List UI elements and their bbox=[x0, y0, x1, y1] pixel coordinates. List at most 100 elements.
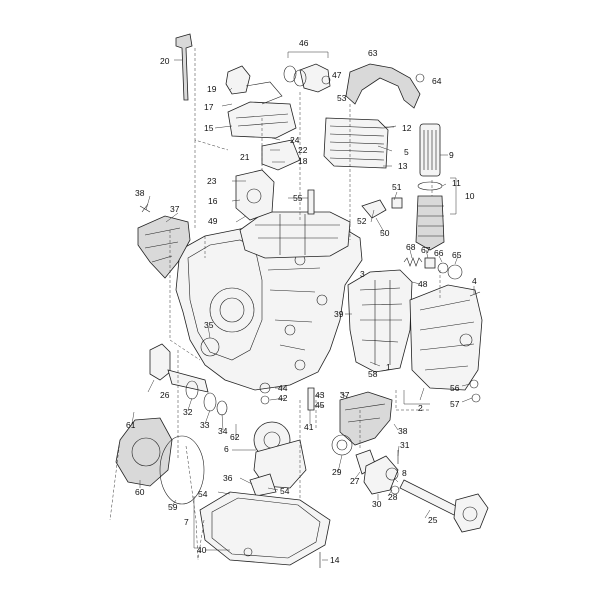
callout-63: 63 bbox=[368, 48, 378, 58]
cover-plate-37-right-ribs bbox=[344, 403, 386, 423]
callout-67: 67 bbox=[421, 245, 431, 255]
callout-13: 13 bbox=[398, 161, 408, 171]
filter-housing-10-ribs bbox=[418, 205, 444, 237]
plunger-67 bbox=[424, 257, 436, 269]
callout-21: 21 bbox=[240, 152, 250, 162]
callout-46: 46 bbox=[299, 38, 309, 48]
callout-24: 24 bbox=[290, 135, 300, 145]
callout-8: 8 bbox=[402, 468, 407, 478]
callout-30: 30 bbox=[372, 499, 382, 509]
callout-53: 53 bbox=[337, 93, 347, 103]
bolt-boss-c bbox=[284, 324, 296, 336]
callout-22: 22 bbox=[298, 145, 308, 155]
shaft-26 bbox=[167, 369, 209, 393]
callout-58: 58 bbox=[368, 369, 378, 379]
callout-43: 43 bbox=[315, 390, 325, 400]
oil-cooler-fins bbox=[329, 125, 385, 161]
callout-45: 45 bbox=[315, 400, 325, 410]
filter-9 bbox=[419, 123, 441, 177]
callout-6: 6 bbox=[224, 444, 229, 454]
cover-60-center bbox=[131, 437, 161, 467]
drain-plug-40 bbox=[243, 547, 253, 557]
callout-31: 31 bbox=[400, 440, 410, 450]
cover-plate-37-left-ribs bbox=[144, 227, 181, 263]
callout-26: 26 bbox=[160, 390, 170, 400]
oring-28 bbox=[390, 485, 400, 495]
bolt-64 bbox=[415, 73, 425, 83]
bracket-2-group bbox=[403, 390, 430, 405]
callout-27: 27 bbox=[350, 476, 360, 486]
shaft-25-hub bbox=[462, 506, 478, 522]
callout-29: 29 bbox=[332, 467, 342, 477]
callout-2: 2 bbox=[418, 403, 423, 413]
callout-25: 25 bbox=[428, 515, 438, 525]
callout-4: 4 bbox=[472, 276, 477, 286]
callout-15: 15 bbox=[204, 123, 214, 133]
ring-33 bbox=[203, 392, 217, 412]
callout-38-top: 38 bbox=[135, 188, 145, 198]
oring-11 bbox=[417, 181, 443, 191]
breather-19 bbox=[225, 65, 251, 95]
bearing-32 bbox=[185, 380, 199, 400]
callout-38-right: 38 bbox=[398, 426, 408, 436]
valve-body bbox=[347, 269, 413, 373]
callout-12: 12 bbox=[402, 123, 412, 133]
oring-46b bbox=[293, 69, 307, 87]
callout-59: 59 bbox=[168, 502, 178, 512]
callout-55: 55 bbox=[293, 193, 303, 203]
callout-18: 18 bbox=[298, 156, 308, 166]
pipe-43 bbox=[307, 387, 315, 411]
callout-62: 62 bbox=[230, 432, 240, 442]
callout-35: 35 bbox=[204, 320, 214, 330]
bracket-10-group bbox=[450, 177, 457, 215]
bolt-55 bbox=[307, 189, 315, 215]
callout-54-left: 54 bbox=[198, 489, 208, 499]
spring-68 bbox=[403, 257, 423, 267]
input-shaft-bore-inner bbox=[219, 297, 245, 323]
cover-plate-37-left bbox=[137, 215, 191, 279]
callout-42: 42 bbox=[278, 393, 288, 403]
cover-60 bbox=[115, 417, 173, 487]
callout-37-left: 37 bbox=[170, 204, 180, 214]
mechatronic-details bbox=[255, 214, 340, 255]
oring-46a bbox=[283, 65, 297, 83]
bolt-4 bbox=[469, 291, 481, 297]
callout-9: 9 bbox=[449, 150, 454, 160]
shaft-25 bbox=[399, 479, 461, 517]
callouts: 20 46 63 64 47 19 17 53 15 12 24 22 9 21… bbox=[126, 38, 477, 565]
callout-51: 51 bbox=[392, 182, 402, 192]
callout-5: 5 bbox=[404, 147, 409, 157]
callout-1: 1 bbox=[386, 362, 391, 372]
bell-housing-rim bbox=[187, 239, 263, 361]
callout-68: 68 bbox=[406, 242, 416, 252]
connector-51 bbox=[391, 197, 403, 209]
bolt-boss-d bbox=[294, 359, 306, 371]
mechatronic-block bbox=[239, 211, 351, 259]
plug-57 bbox=[471, 393, 481, 403]
filter-9-pleats bbox=[423, 130, 437, 170]
solenoid-16-port bbox=[246, 188, 262, 204]
relation-lines bbox=[109, 48, 441, 561]
filter-housing-10 bbox=[415, 195, 445, 251]
oring-8 bbox=[385, 467, 399, 481]
ring-34 bbox=[216, 400, 228, 416]
callout-23: 23 bbox=[207, 176, 217, 186]
callout-19: 19 bbox=[207, 84, 217, 94]
callout-52: 52 bbox=[357, 216, 367, 226]
lever-bracket bbox=[245, 81, 283, 105]
ring-47 bbox=[321, 75, 331, 85]
ring-44 bbox=[259, 382, 271, 394]
leader-lines bbox=[131, 59, 475, 561]
seal-66 bbox=[437, 262, 449, 274]
sensor-20 bbox=[175, 33, 193, 101]
callout-57: 57 bbox=[450, 399, 460, 409]
callout-66: 66 bbox=[434, 248, 444, 258]
cover-plate-37-right bbox=[339, 391, 393, 446]
callout-61: 61 bbox=[126, 420, 136, 430]
callout-28: 28 bbox=[388, 492, 398, 502]
callout-47: 47 bbox=[332, 70, 342, 80]
callout-11: 11 bbox=[452, 178, 461, 188]
bracket-46-group bbox=[287, 51, 329, 58]
callout-40: 40 bbox=[197, 545, 207, 555]
